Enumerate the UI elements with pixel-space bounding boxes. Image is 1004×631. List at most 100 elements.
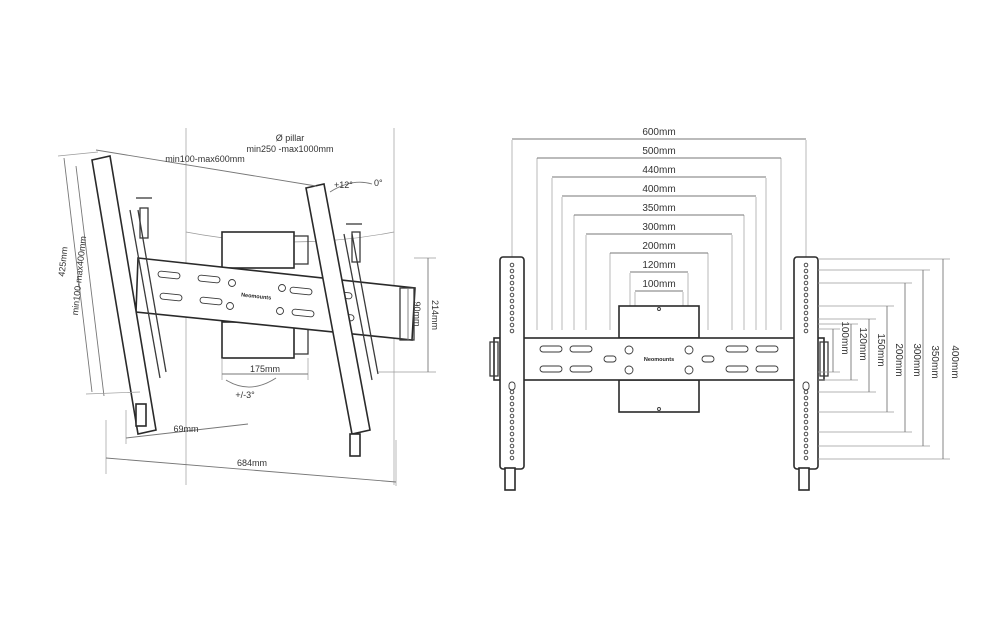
dim-684: 684mm <box>237 458 267 468</box>
rail-slot <box>569 345 593 353</box>
rail-bolt <box>278 284 286 292</box>
bracket-arm <box>129 209 161 379</box>
dim-line-height-range <box>75 165 105 397</box>
left-view: Ø pillar min250 -max1000mm Neomounts <box>56 128 440 486</box>
bracket-hole <box>803 286 809 292</box>
bracket-hole <box>803 449 809 455</box>
tilt-zero-label: 0° <box>374 178 383 188</box>
dim-h200: 200mm <box>893 343 904 376</box>
pillar-range-label: min250 -max1000mm <box>246 144 333 154</box>
rail-bolt <box>684 365 694 375</box>
rail-bolt <box>624 345 634 355</box>
bracket-hole <box>803 455 809 461</box>
swivel-arc <box>225 377 277 388</box>
right-vertical-bracket <box>793 256 819 491</box>
bracket-hole <box>509 449 515 455</box>
bracket-hole <box>803 419 809 425</box>
bracket-hole <box>509 310 515 316</box>
mounting-rail <box>493 337 825 381</box>
bracket-hole <box>803 262 809 268</box>
rail-slot <box>289 286 313 296</box>
bracket-hole <box>509 280 515 286</box>
upper-clamp <box>221 231 295 269</box>
upper-clamp-end <box>293 235 309 265</box>
bracket-slot <box>802 381 810 391</box>
bracket-hole <box>803 389 809 395</box>
rail-slot <box>539 345 563 353</box>
dim-300: 300mm <box>642 222 675 233</box>
ext-line <box>85 391 141 395</box>
bracket-hole <box>509 407 515 413</box>
rail-end-right <box>819 341 829 377</box>
bracket-hole <box>803 425 809 431</box>
bracket-foot <box>504 467 516 491</box>
rail-slot <box>755 345 779 353</box>
bracket-hole <box>803 437 809 443</box>
dim-69: 69mm <box>173 424 198 434</box>
bracket-hole <box>803 274 809 280</box>
bracket-hole <box>803 316 809 322</box>
dim-200: 200mm <box>642 241 675 252</box>
dim-h150: 150mm <box>875 333 886 366</box>
left-vertical-bracket <box>91 155 167 435</box>
bracket-hole <box>509 286 515 292</box>
dim-h120: 120mm <box>857 327 868 360</box>
rail-slot <box>603 355 617 363</box>
rail-slot <box>755 365 779 373</box>
rail-bolt <box>226 302 234 310</box>
dim-500: 500mm <box>642 146 675 157</box>
bracket-arm <box>343 233 373 381</box>
dim-width-range: min100-max600mm <box>165 154 245 164</box>
rail-end-cap <box>399 287 415 341</box>
lower-clamp-end <box>293 325 309 355</box>
rail-slot <box>725 365 749 373</box>
bracket-hole <box>803 395 809 401</box>
bracket-hole <box>509 425 515 431</box>
bracket-plate <box>91 155 157 435</box>
bracket-hole <box>803 304 809 310</box>
rail-bolt <box>276 307 284 315</box>
bracket-hole <box>509 328 515 334</box>
bracket-hole <box>803 322 809 328</box>
bracket-hole <box>509 401 515 407</box>
upper-clamp <box>618 305 700 339</box>
clamp-screw <box>657 307 661 311</box>
dim-line-69 <box>125 423 249 439</box>
bracket-hole <box>509 431 515 437</box>
bracket-hole <box>803 431 809 437</box>
bracket-hole <box>509 455 515 461</box>
dim-100: 100mm <box>642 279 675 290</box>
pillar-label: Ø pillar <box>276 133 305 143</box>
bracket-arm <box>137 209 167 373</box>
dim-h400: 400mm <box>949 345 960 378</box>
bracket-hole <box>803 443 809 449</box>
bracket-bolt <box>139 207 149 239</box>
bracket-hole <box>509 262 515 268</box>
tilt-up-label: +12° <box>334 180 353 190</box>
bracket-hole <box>803 268 809 274</box>
bracket-hole <box>803 292 809 298</box>
bracket-hole <box>803 407 809 413</box>
dim-175: 175mm <box>250 364 280 374</box>
dim-height-range: min100-max400mm <box>70 236 88 316</box>
swivel-label: +/-3° <box>235 390 255 400</box>
rail-slot <box>157 270 181 280</box>
right-vertical-bracket <box>305 183 379 457</box>
bracket-hole <box>803 328 809 334</box>
rail-slot <box>159 292 183 302</box>
bracket-hole <box>509 298 515 304</box>
bracket-plate <box>305 183 371 435</box>
bracket-hole <box>803 280 809 286</box>
rail-bolt <box>624 365 634 375</box>
dim-425: 425mm <box>56 246 69 277</box>
bracket-bolt <box>351 231 361 263</box>
dim-120: 120mm <box>642 260 675 271</box>
right-view: 600mm 500mm 440mm 400mm 350mm 300mm 200m… <box>489 127 960 491</box>
dim-350: 350mm <box>642 203 675 214</box>
dim-h100: 100mm <box>839 321 850 354</box>
ext-line <box>57 151 99 157</box>
dim-h300: 300mm <box>911 343 922 376</box>
bracket-hole <box>803 413 809 419</box>
left-vertical-bracket <box>499 256 525 491</box>
